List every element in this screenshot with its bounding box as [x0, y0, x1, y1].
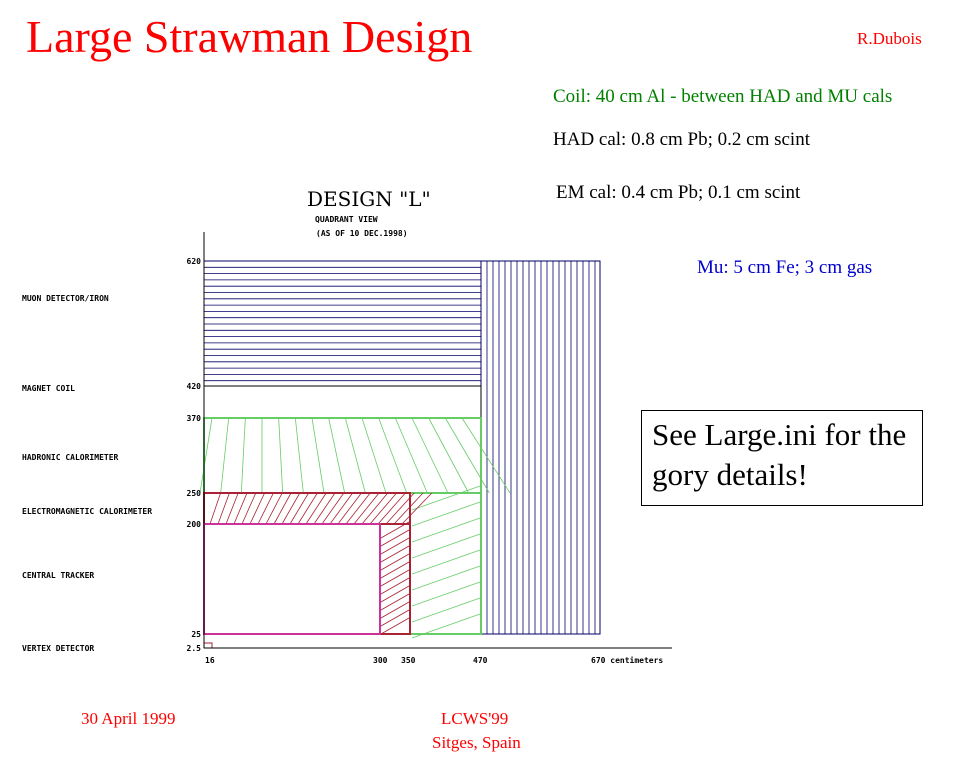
hatch-line — [369, 492, 397, 525]
hatch-line — [220, 417, 230, 494]
hatch-line — [393, 492, 424, 525]
hatch-line — [313, 492, 336, 525]
hatch-line — [265, 492, 283, 525]
y-tick: 25 — [191, 630, 201, 639]
hatch-line — [305, 492, 327, 525]
hatch-line — [444, 417, 490, 494]
hatch-line — [233, 492, 248, 525]
vertex-detector — [203, 642, 213, 649]
coil-spec: Coil: 40 cm Al - between HAD and MU cals — [553, 86, 893, 107]
y-tick: 2.5 — [187, 644, 202, 653]
author: R.Dubois — [857, 29, 922, 48]
label-had: HADRONIC CALORIMETER — [22, 453, 119, 462]
y-tick: 420 — [187, 382, 202, 391]
hatch-line — [273, 492, 292, 525]
em-endcap — [379, 523, 411, 635]
label-coil: MAGNET COIL — [22, 384, 75, 393]
x-tick: 300 — [373, 656, 388, 665]
label-em: ELECTROMAGNETIC CALORIMETER — [22, 507, 152, 516]
footer-conference: LCWS'99 — [441, 709, 509, 728]
x-tick: 350 — [401, 656, 416, 665]
hatch-line — [380, 617, 410, 635]
label-muon: MUON DETECTOR/IRON — [22, 294, 109, 303]
label-tracker: CENTRAL TRACKER — [22, 571, 94, 580]
hatch-line — [225, 492, 239, 525]
hatch-line — [297, 492, 318, 525]
hatch-line — [361, 492, 389, 525]
hatch-line — [329, 492, 353, 525]
em-spec: EM cal: 0.4 cm Pb; 0.1 cm scint — [556, 182, 801, 203]
hatch-line — [380, 561, 410, 579]
hatch-line — [217, 492, 230, 525]
hatch-line — [380, 577, 410, 595]
y-tick: 370 — [187, 414, 202, 423]
magnet-coil — [203, 385, 482, 419]
note-box: See Large.ini for the gory details! — [641, 410, 923, 506]
hatch-line — [311, 417, 325, 494]
hatch-line — [378, 417, 408, 494]
hatch-line — [337, 492, 362, 525]
hatch-line — [289, 492, 309, 525]
had-spec: HAD cal: 0.8 cm Pb; 0.2 cm scint — [553, 129, 810, 150]
hatch-line — [380, 609, 410, 627]
x-tick: 470 — [473, 656, 488, 665]
y-tick: 200 — [187, 520, 202, 529]
hatch-line — [411, 565, 481, 591]
hatch-line — [240, 417, 246, 494]
hatch-line — [380, 545, 410, 563]
hatch-line — [209, 492, 221, 525]
hatch-line — [411, 417, 449, 494]
hatch-line — [380, 585, 410, 603]
hatch-line — [278, 417, 284, 494]
hatch-line — [321, 492, 345, 525]
hatch-line — [411, 597, 481, 623]
hatch-line — [281, 492, 301, 525]
hatch-line — [411, 517, 481, 543]
hatch-line — [394, 417, 428, 494]
diagram-subtitle: QUADRANT VIEW — [315, 215, 378, 224]
hatch-line — [411, 485, 481, 511]
diagram-title: DESIGN "L" — [307, 187, 431, 211]
hatch-line — [328, 417, 346, 494]
hatch-line — [249, 492, 265, 525]
central-tracker — [203, 523, 381, 635]
hatch-line — [199, 417, 213, 494]
hatch-line — [241, 492, 257, 525]
hatch-line — [411, 533, 481, 559]
hatch-line — [380, 537, 410, 555]
footer-date: 30 April 1999 — [81, 709, 176, 728]
hatch-line — [377, 492, 406, 525]
hatch-line — [380, 569, 410, 587]
hatch-line — [361, 417, 387, 494]
em-barrel — [203, 492, 411, 525]
mu-spec: Mu: 5 cm Fe; 3 cm gas — [697, 257, 873, 278]
hatch-line — [380, 601, 410, 619]
hatch-line — [411, 581, 481, 607]
x-tick: 16 — [205, 656, 215, 665]
y-tick: 250 — [187, 489, 202, 498]
hatch-line — [411, 501, 481, 527]
hatch-line — [345, 492, 371, 525]
x-tick: 670 centimeters — [591, 655, 663, 665]
diagram-date: (AS OF 10 DEC.1998) — [316, 229, 408, 238]
hatch-line — [401, 492, 433, 525]
hatch-line — [380, 529, 410, 547]
hatch-line — [380, 553, 410, 571]
slide-title: Large Strawman Design — [26, 11, 473, 62]
hatch-line — [411, 549, 481, 575]
footer-place: Sitges, Spain — [432, 733, 521, 752]
hatch-line — [294, 417, 304, 494]
hatch-line — [380, 593, 410, 611]
hatch-line — [353, 492, 380, 525]
y-tick: 620 — [187, 257, 202, 266]
hatch-line — [428, 417, 470, 494]
label-vertex: VERTEX DETECTOR — [22, 644, 94, 653]
hatch-line — [344, 417, 366, 494]
hatch-line — [461, 417, 511, 494]
hatch-line — [257, 492, 274, 525]
